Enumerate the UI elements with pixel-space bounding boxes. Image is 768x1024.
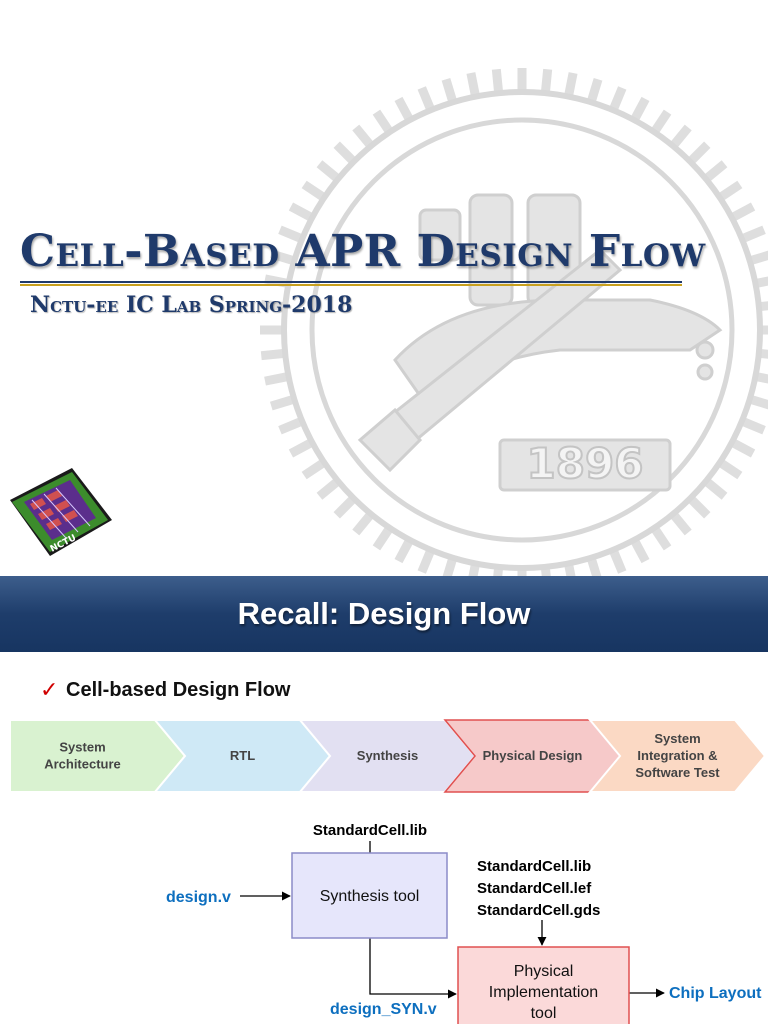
seal-ray (442, 558, 457, 576)
presentation-subtitle: Nctu-ee IC Lab Spring-2018 (30, 292, 353, 318)
seal-ray (704, 160, 728, 182)
seal-ray (587, 77, 603, 102)
seal-year-text: 1896 (527, 439, 644, 488)
seal-ray (670, 512, 692, 536)
seal-ray (417, 550, 435, 574)
flow-stage-label: RTL (230, 748, 255, 763)
seal-ray (541, 568, 551, 576)
seal-ray (278, 225, 302, 243)
seal-ray (394, 96, 413, 121)
seal-ray (651, 527, 672, 551)
seal-ray (333, 141, 356, 164)
seal-ray (316, 478, 340, 500)
seal-ray (742, 225, 766, 243)
seal-ray (264, 372, 288, 386)
presentation-title: Cell-Based APR Design Flow (20, 226, 706, 277)
seal-ray (631, 539, 650, 564)
seal-ray (288, 202, 313, 221)
physical-input-file: StandardCell.lib (477, 858, 591, 875)
design-syn-output: design_SYN.v (330, 1001, 437, 1018)
seal-ray (468, 564, 480, 576)
seal-ray (756, 276, 768, 288)
seal-ray (466, 72, 480, 96)
seal-ray (564, 564, 576, 576)
seal-ray (316, 160, 340, 182)
synthesis-lib-input: StandardCell.lib (313, 822, 427, 839)
seal-ray (260, 299, 284, 311)
seal-ray (742, 417, 766, 435)
checkmark-icon: ✓ (40, 677, 59, 703)
seal-ray (288, 439, 313, 458)
seal-ray (760, 349, 768, 359)
seal-ray (631, 96, 650, 121)
seal-ray (372, 527, 393, 551)
synthesis-tool-box (291, 852, 448, 939)
seal-ray (493, 568, 503, 576)
seal-ray (417, 86, 435, 110)
slide-title: Recall: Design Flow (237, 596, 531, 631)
seal-ray (278, 417, 302, 435)
seal-ray (441, 77, 457, 102)
chip-layout-output: Chip Layout (669, 985, 762, 1002)
seal-ray (670, 124, 692, 148)
seal-ray (731, 202, 756, 221)
seal-ray (372, 109, 393, 133)
seal-ray (719, 459, 743, 480)
seal-ray (688, 141, 711, 164)
seal-ray (750, 250, 768, 265)
physical-implementation-box (457, 946, 630, 1024)
seal-ray (541, 68, 553, 92)
flow-stage-label: Synthesis (357, 748, 418, 763)
checklist-item: ✓ Cell-based Design Flow (40, 675, 290, 705)
seal-ray (719, 180, 743, 201)
university-seal-watermark: 1896 (260, 68, 768, 576)
seal-ray (352, 512, 374, 536)
seal-ray (301, 180, 325, 201)
seal-ray (609, 86, 627, 110)
seal-ray (704, 478, 728, 500)
seal-ray (352, 124, 374, 148)
seal-ray (301, 459, 325, 480)
title-slide: 1896 Cell-Based APR Design Flow Nctu-ee … (10, 68, 768, 576)
seal-ray (756, 372, 768, 384)
physical-input-file: StandardCell.lef (477, 880, 592, 897)
seal-ray (609, 550, 627, 574)
flow-stage-4 (587, 719, 767, 793)
seal-ray (587, 558, 602, 576)
seal-ray (333, 496, 356, 519)
seal-ray (394, 539, 413, 564)
checklist-item-label: Cell-based Design Flow (66, 678, 291, 701)
title-underline (20, 281, 682, 283)
flow-stage-label: Physical Design (483, 748, 583, 763)
seal-ray (260, 349, 284, 361)
seal-ray (269, 249, 294, 265)
chip-icon: NCTU (10, 468, 112, 556)
seal-ray (750, 395, 768, 410)
design-flow-slide: Recall: Design Flow ✓ Cell-based Design … (0, 576, 768, 1024)
seal-ray (731, 439, 756, 458)
seal-ray (760, 301, 768, 311)
physical-input-file: StandardCell.gds (477, 902, 600, 919)
seal-ray (491, 68, 503, 92)
title-underline-accent (20, 284, 682, 286)
slide-banner (0, 576, 768, 652)
seal-ray (564, 72, 578, 96)
synthesis-tool-label: Synthesis tool (320, 888, 420, 905)
design-v-input: design.v (166, 889, 231, 906)
physical-inputs: StandardCell.libStandardCell.lefStandard… (477, 858, 600, 919)
synthesis-to-physical-arrow (369, 938, 457, 999)
seal-ray (651, 109, 672, 133)
seal-ray (688, 496, 711, 519)
seal-ray (269, 395, 294, 411)
